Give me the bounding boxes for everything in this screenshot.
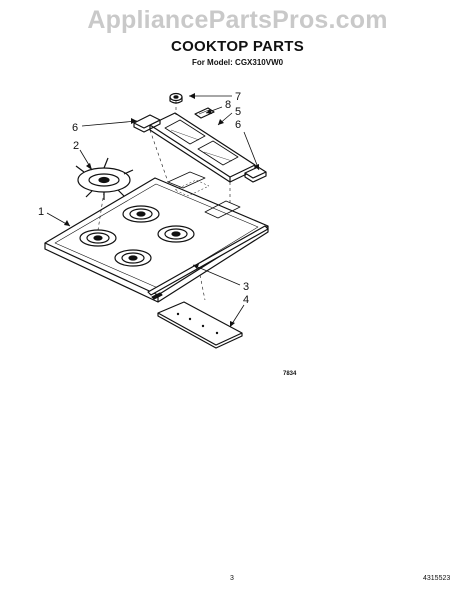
cooktop-panel (44, 171, 269, 303)
bottom-plate (157, 301, 243, 349)
callout-4: 4 (243, 294, 249, 306)
leader-arrowheads (64, 93, 259, 327)
callout-8: 8 (225, 99, 231, 111)
page-title: COOKTOP PARTS (170, 38, 305, 55)
callout-2: 2 (73, 140, 79, 152)
callout-6-left: 6 (72, 122, 78, 134)
leader-lines (46, 95, 260, 328)
watermark: AppliancePartsPros.com (87, 6, 388, 34)
assembly-guide-lines (97, 101, 231, 301)
callout-3: 3 (243, 281, 249, 293)
burner-rear-left (122, 205, 160, 223)
callout-1: 1 (38, 206, 44, 218)
burner-front-right (114, 249, 152, 267)
burner-rear-right (157, 225, 195, 243)
model-subtitle: For Model: CGX310VW0 (191, 58, 284, 67)
trim-strip (147, 225, 269, 300)
figure-code: 7834 (283, 371, 297, 377)
vent-bracket-right (244, 166, 267, 183)
callout-7: 7 (235, 91, 241, 103)
burner-grate (75, 157, 134, 200)
vent-bracket-left (133, 114, 161, 133)
knob-cap (169, 92, 183, 104)
callout-5: 5 (235, 106, 241, 118)
page-number: 3 (230, 575, 234, 582)
document-number: 4315523 (423, 575, 451, 582)
callout-6-right: 6 (235, 119, 241, 131)
